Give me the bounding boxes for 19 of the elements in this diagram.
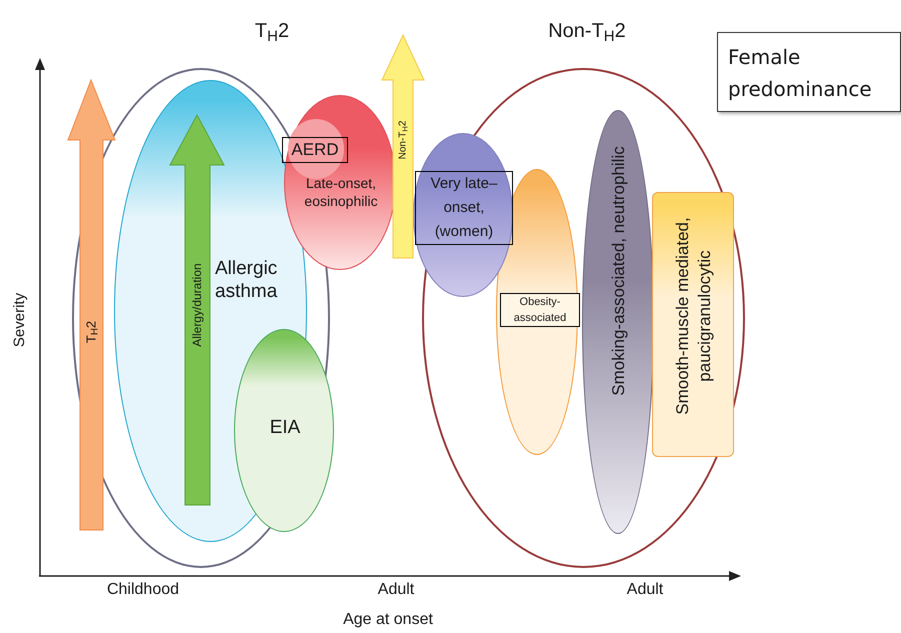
note-box: [717, 32, 901, 112]
axis-tick-label: Adult: [378, 580, 414, 600]
axis-label: Severity: [10, 292, 29, 348]
node-label: EIA: [268, 416, 302, 440]
axis-tick-label: Adult: [626, 580, 664, 600]
node-label: Smooth-muscle mediated, paucigranulocytic: [672, 216, 715, 417]
axis-tick-label: Childhood: [106, 580, 180, 600]
node-label: Obesity-associated: [500, 293, 580, 327]
node-label: Late-onset, eosinophilic: [303, 174, 379, 210]
note-text: Female predominance: [728, 44, 873, 103]
smooth-muscle-box: [652, 192, 734, 457]
axis-label: Age at onset: [343, 610, 433, 630]
node-label: T$_{H}$2: [254, 19, 290, 46]
node-label: AERD: [282, 137, 348, 163]
node-label: Smoking-associated, neutrophilic: [608, 145, 629, 398]
node-label: Allergic asthma: [215, 257, 278, 303]
arrow-label: Allergy/duration: [189, 263, 205, 347]
node-label: Non-T$_{H}$2: [547, 19, 627, 46]
node-label: Very late–onset, (women): [415, 171, 513, 245]
